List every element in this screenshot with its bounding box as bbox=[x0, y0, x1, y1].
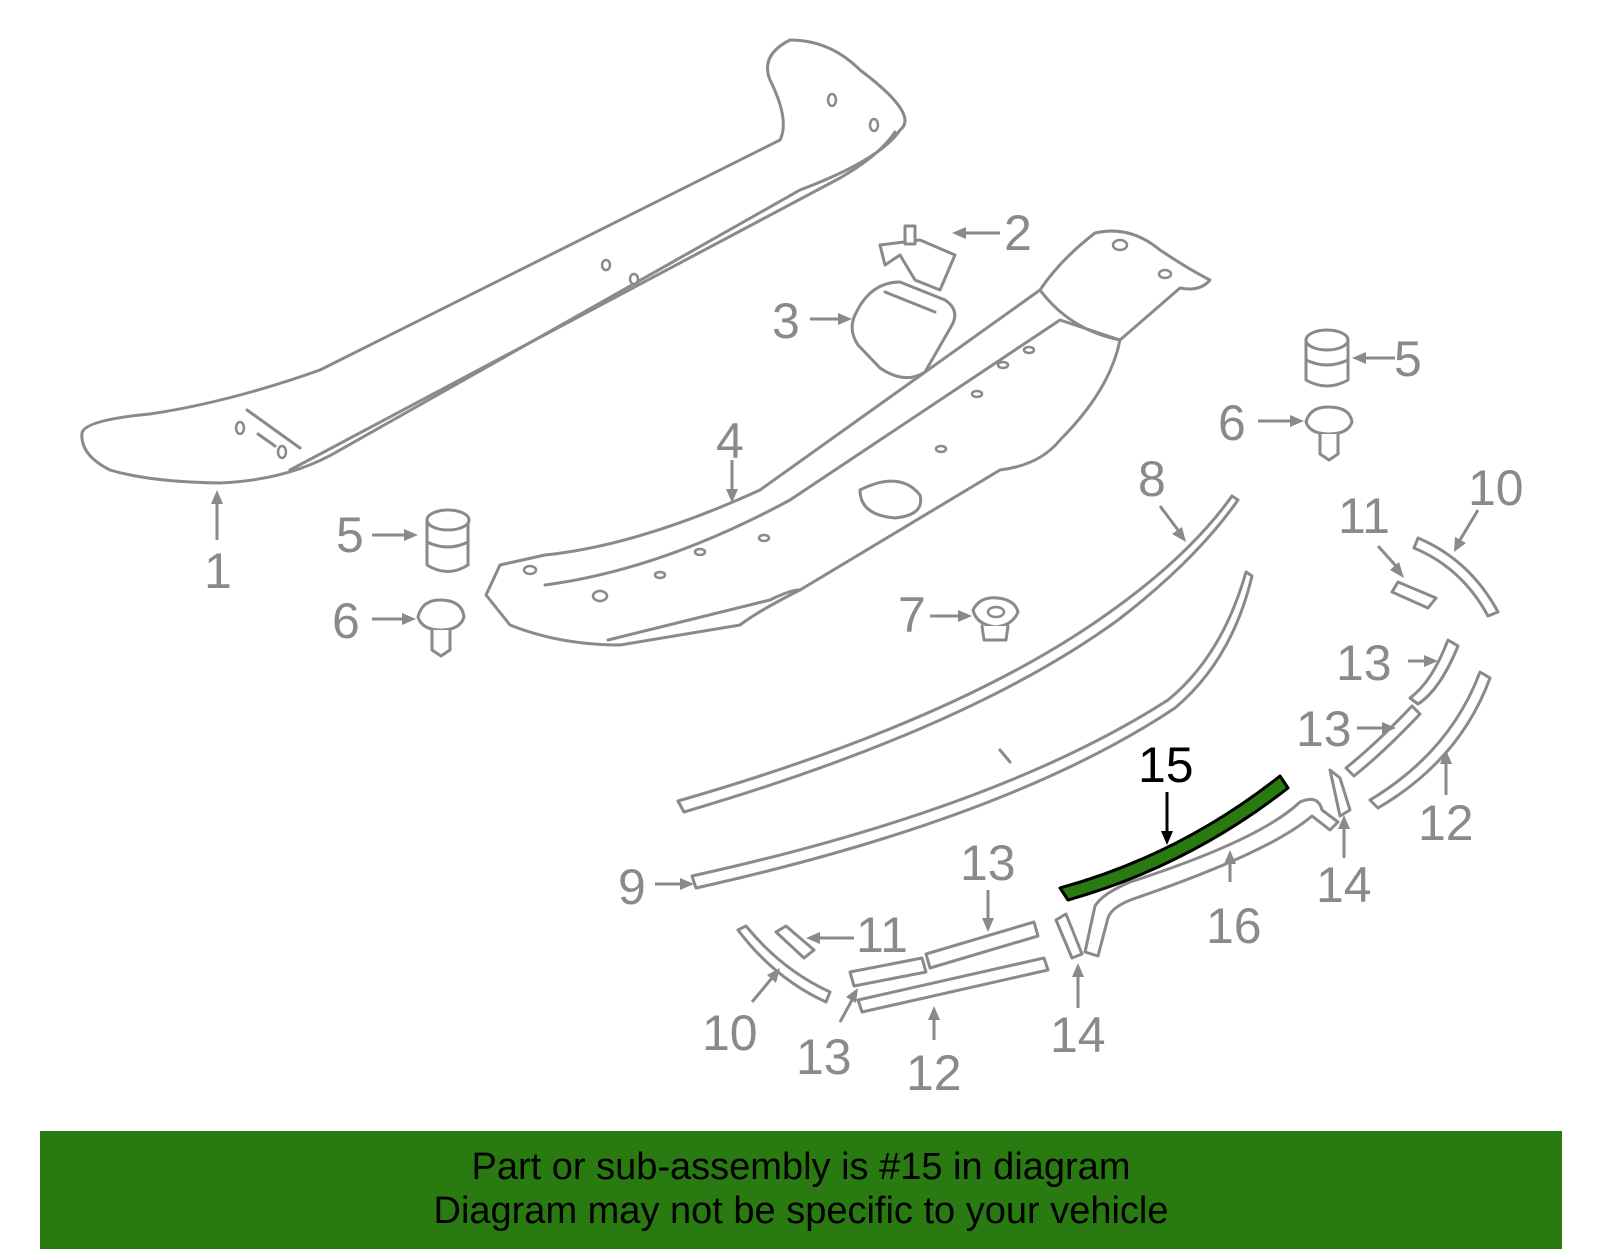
part-11-pad-right bbox=[1390, 580, 1438, 610]
part-15-strip-highlight bbox=[1058, 774, 1290, 902]
callout-10-right: 10 bbox=[1468, 460, 1524, 516]
callout-7: 7 bbox=[898, 587, 926, 643]
leader-lines bbox=[211, 227, 1480, 1040]
part-13-strip-right-lower bbox=[1344, 704, 1422, 778]
callout-9: 9 bbox=[618, 859, 646, 915]
part-13-strip-lower-b bbox=[848, 956, 928, 988]
callout-11-right: 11 bbox=[1338, 488, 1390, 544]
part-4-spoiler-base bbox=[484, 229, 1212, 647]
part-12-strip-lower bbox=[856, 956, 1050, 1014]
callout-14-lower: 14 bbox=[1050, 1007, 1106, 1063]
part-8-trim-strip bbox=[676, 494, 1240, 814]
part-2-bracket bbox=[878, 224, 957, 292]
callout-16: 16 bbox=[1206, 898, 1262, 954]
callout-12-right: 12 bbox=[1418, 795, 1474, 851]
part-14-pad-lower bbox=[1054, 912, 1084, 960]
part-5-grommet-right bbox=[1304, 328, 1350, 388]
callout-4: 4 bbox=[716, 413, 744, 469]
callout-2: 2 bbox=[1004, 205, 1032, 261]
callout-1: 1 bbox=[204, 543, 232, 599]
part-10-strip-right bbox=[1412, 536, 1500, 618]
banner-line-part: Part or sub-assembly is #15 in diagram bbox=[471, 1146, 1131, 1188]
part-1-spoiler bbox=[80, 38, 907, 485]
callout-6-left: 6 bbox=[332, 593, 360, 649]
part-10-strip-lower bbox=[736, 924, 832, 1004]
part-12-strip-right bbox=[1368, 670, 1492, 810]
callout-13-right-upper: 13 bbox=[1336, 635, 1392, 691]
callout-labels: 1 2 3 4 5 6 7 8 9 5 6 10 11 13 13 12 14 … bbox=[204, 205, 1524, 1101]
part-6-clip-left bbox=[416, 598, 466, 658]
callout-3: 3 bbox=[772, 293, 800, 349]
part-3-pad bbox=[850, 280, 957, 380]
callout-15-highlight: 15 bbox=[1138, 737, 1194, 793]
callout-8: 8 bbox=[1138, 451, 1166, 507]
callout-10-lower: 10 bbox=[702, 1005, 758, 1061]
callout-14-right: 14 bbox=[1316, 857, 1372, 913]
part-13-strip-right-upper bbox=[1408, 638, 1460, 706]
part-5-grommet-left bbox=[425, 508, 471, 573]
info-banner: Part or sub-assembly is #15 in diagram D… bbox=[40, 1131, 1562, 1249]
part-6-clip-right bbox=[1304, 405, 1354, 462]
callout-5-right: 5 bbox=[1394, 331, 1422, 387]
callout-13-lower-top: 13 bbox=[960, 835, 1016, 891]
part-13-strip-lower-a bbox=[924, 920, 1040, 970]
callout-6-right: 6 bbox=[1218, 395, 1246, 451]
callout-12-lower: 12 bbox=[906, 1045, 962, 1101]
callout-5-left: 5 bbox=[336, 507, 364, 563]
part-16-strip bbox=[1083, 797, 1340, 958]
banner-line-disclaimer: Diagram may not be specific to your vehi… bbox=[433, 1190, 1169, 1232]
part-11-pad-lower bbox=[774, 924, 816, 960]
callout-13-right-lower: 13 bbox=[1296, 701, 1352, 757]
part-7-nut bbox=[971, 596, 1020, 642]
part-14-pad-right bbox=[1328, 768, 1352, 818]
callout-11-lower: 11 bbox=[856, 907, 908, 963]
part-9-trim-strip bbox=[690, 570, 1254, 890]
callout-13-lower-bottom: 13 bbox=[796, 1029, 852, 1085]
